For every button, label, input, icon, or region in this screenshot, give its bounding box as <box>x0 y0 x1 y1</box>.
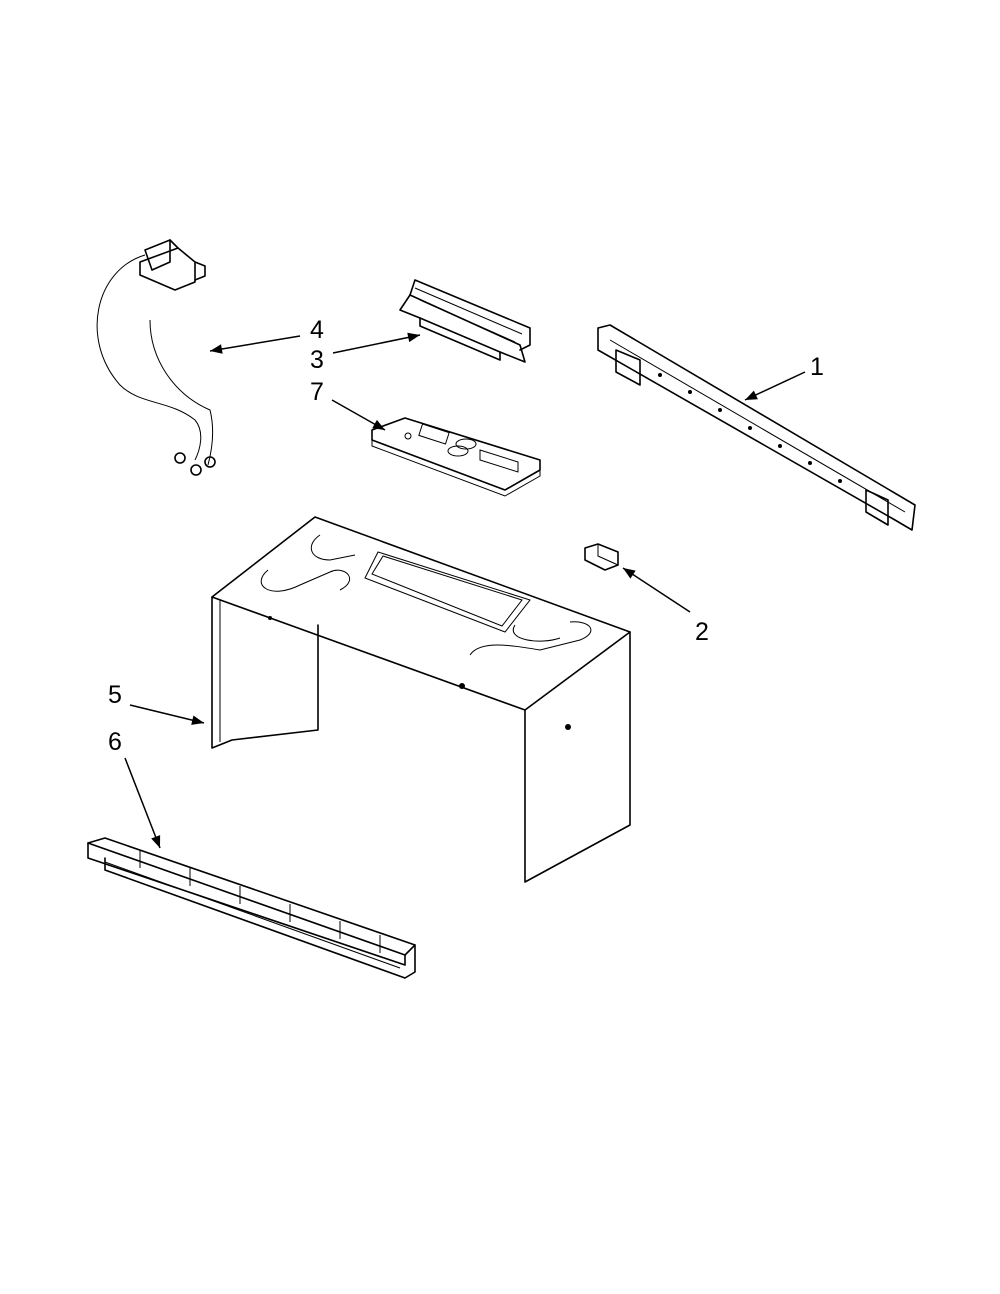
part-7-control-plate <box>371 417 541 497</box>
leader-5 <box>129 704 205 725</box>
leader-3 <box>332 332 421 354</box>
callout-3: 3 <box>310 346 324 374</box>
callout-4: 4 <box>310 316 324 344</box>
leader-1 <box>744 371 806 401</box>
leader-4 <box>209 335 301 354</box>
part-3-top-bracket <box>399 279 531 363</box>
part-2-clip <box>584 543 619 571</box>
callout-2: 2 <box>695 618 709 646</box>
part-4-power-cord <box>96 239 216 476</box>
callout-5: 5 <box>108 681 122 709</box>
part-6-vent-grille <box>87 837 416 979</box>
part-1-mounting-rail <box>597 324 916 531</box>
leader-2 <box>622 567 691 613</box>
leader-7 <box>331 399 386 431</box>
callout-7: 7 <box>310 378 324 406</box>
callout-1: 1 <box>810 353 824 381</box>
leader-6 <box>124 757 161 849</box>
callout-6: 6 <box>108 728 122 756</box>
part-5-cabinet <box>211 516 631 883</box>
